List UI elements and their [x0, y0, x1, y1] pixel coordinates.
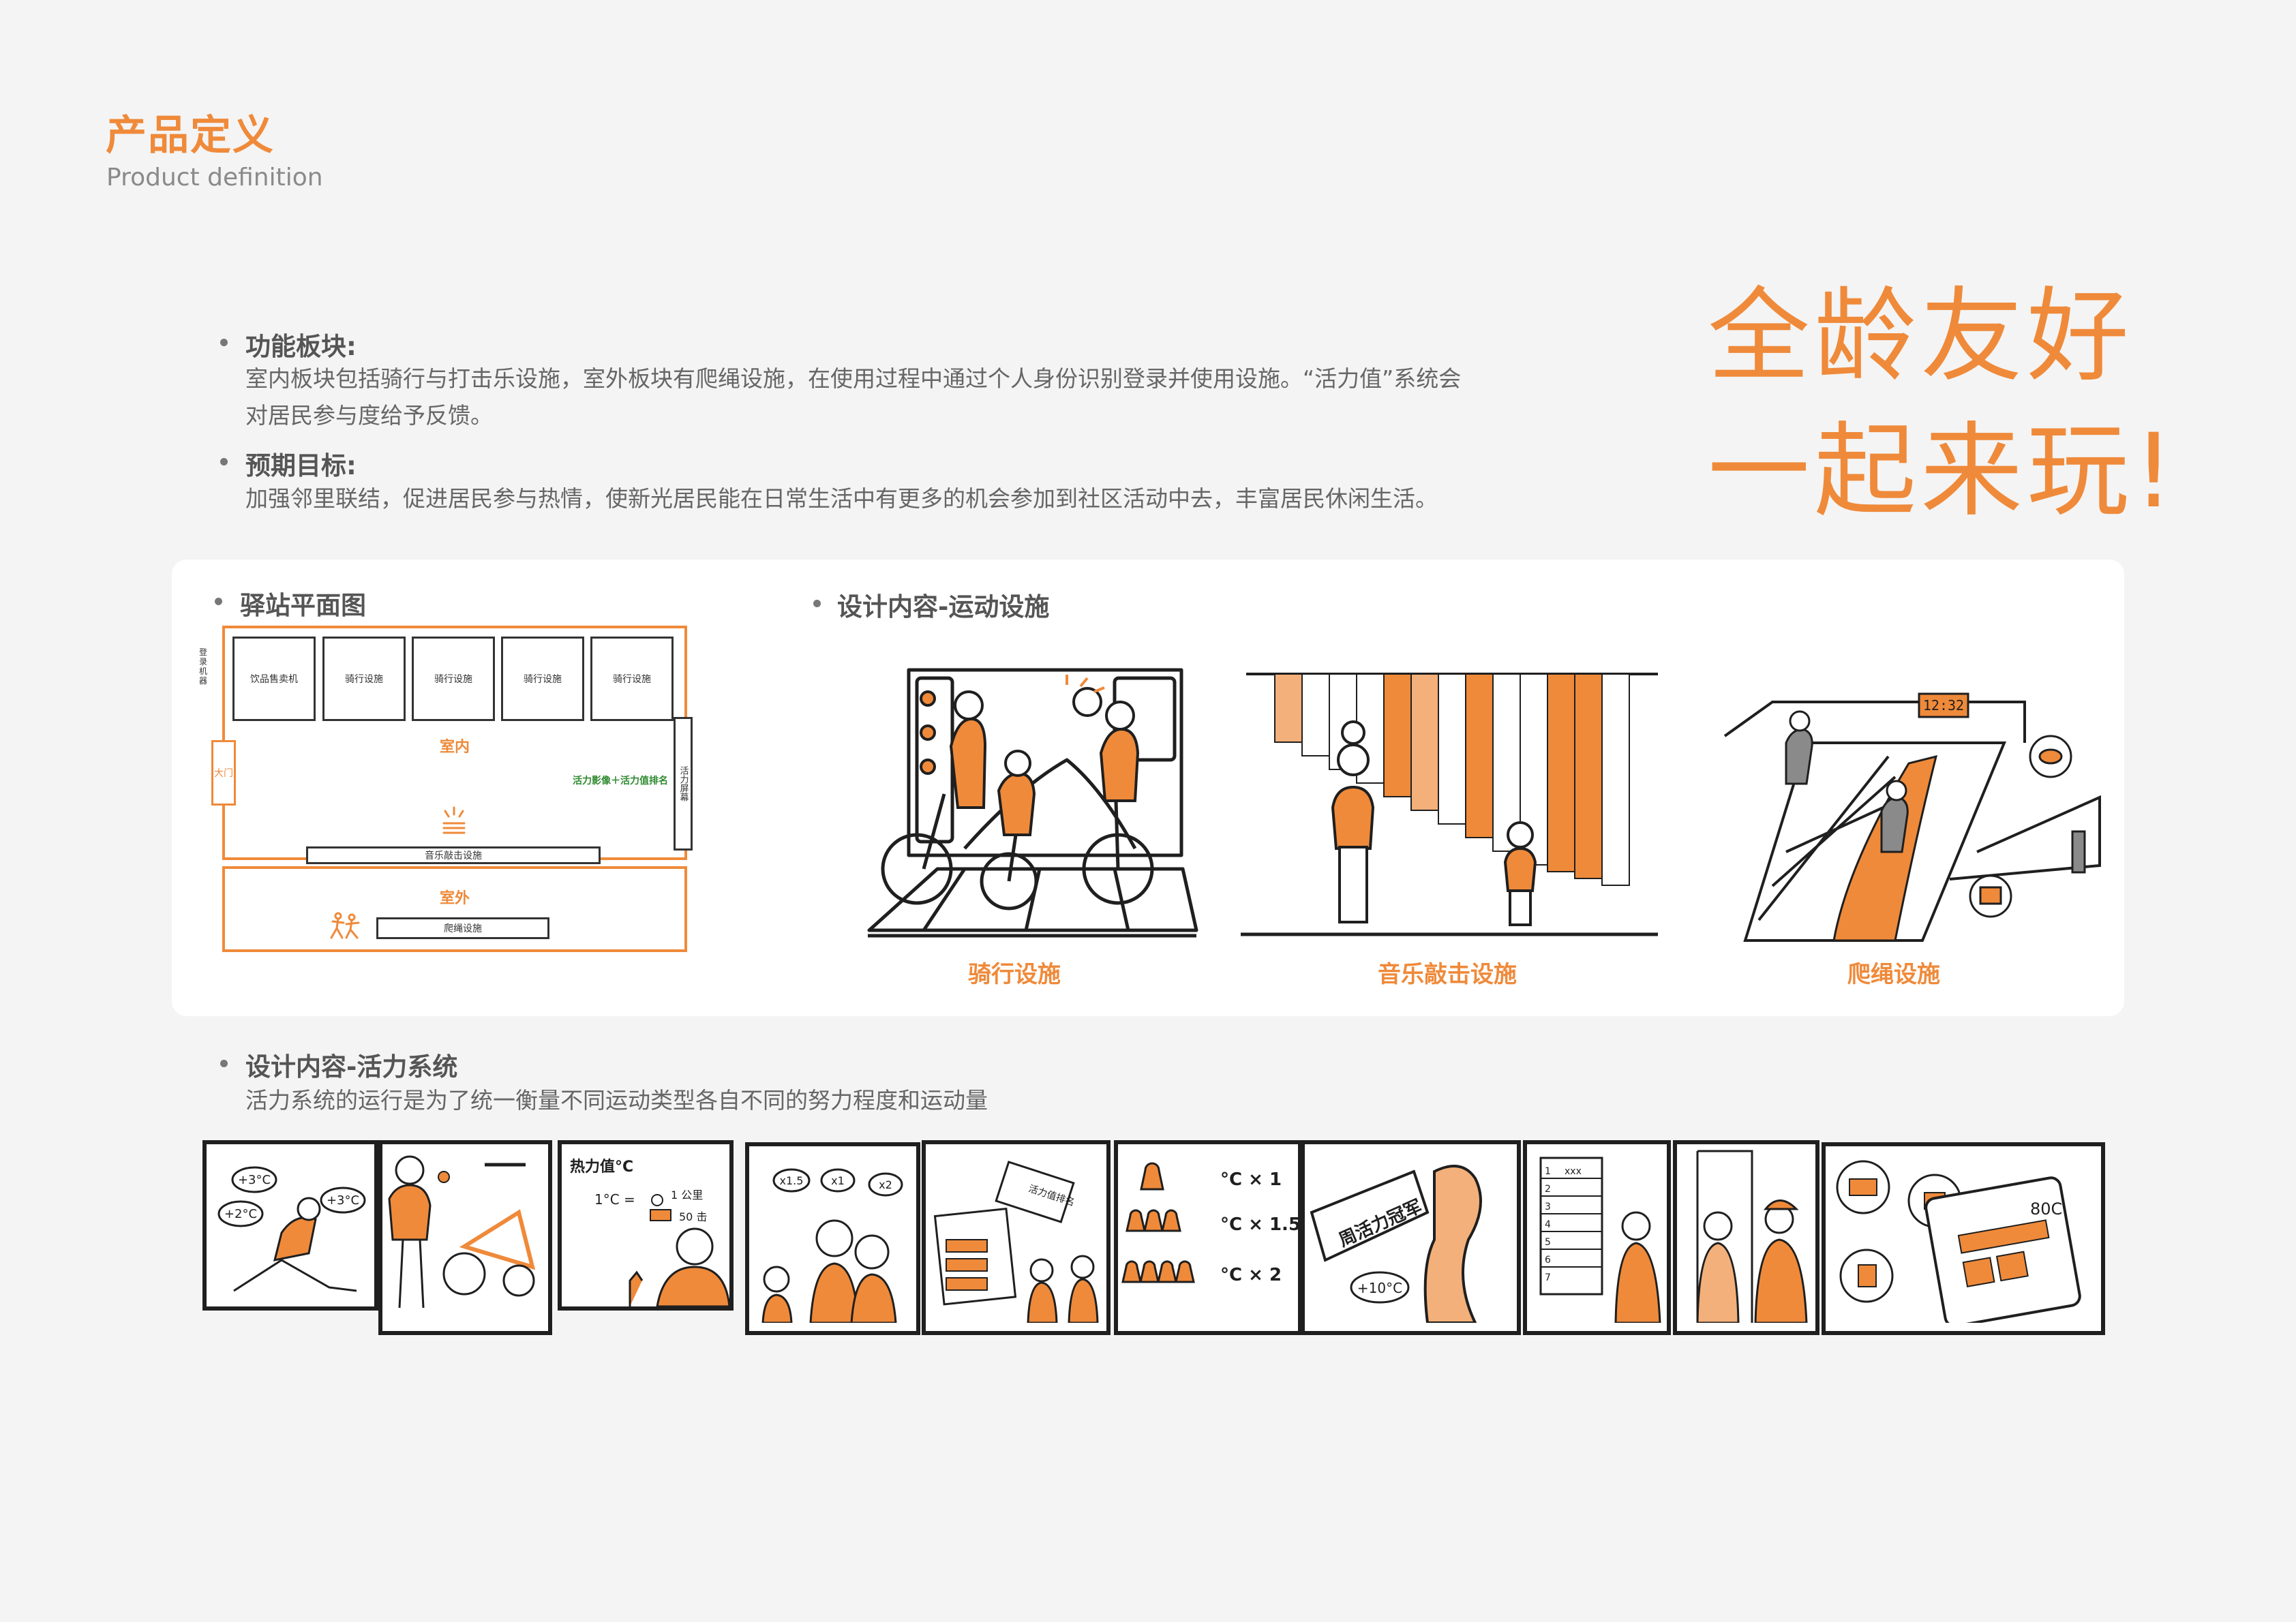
bike-illustration	[862, 664, 1203, 944]
panel4-tag-2: x1	[831, 1174, 845, 1187]
rope-illustration: 12:32	[1718, 661, 2110, 947]
panel8-mark: xxx	[1565, 1166, 1582, 1177]
comic-panel-10: 80C	[1822, 1142, 2105, 1335]
vitality-description: 活力系统的运行是为了统一衡量不同运动类型各自不同的努力程度和运动量	[245, 1087, 988, 1114]
indoor-label: 室内	[440, 739, 470, 756]
comic-panel-9	[1673, 1140, 1819, 1335]
clock-text: 12:32	[1923, 697, 1964, 714]
bullet-dot	[215, 598, 222, 605]
comic-panel-4: x1.5 x1 x2	[745, 1142, 920, 1335]
comic-panel-7: 周活力冠军 +10°C	[1301, 1140, 1521, 1335]
panel3-title: 热力值°C	[570, 1158, 633, 1176]
climbers-icon	[327, 912, 363, 940]
section-title-function: 功能板块:	[245, 332, 357, 361]
comic-panel-6: °C × 1 °C × 1.5 °C × 2	[1114, 1140, 1302, 1335]
comic-panel-5: 活力值排名	[922, 1140, 1111, 1335]
panel8-row-4: 4	[1545, 1219, 1551, 1230]
slogan: 全龄友好 一起来玩!	[1708, 269, 2178, 539]
sports-title: 设计内容-运动设施	[837, 592, 1050, 622]
floor-plan-title: 驿站平面图	[240, 591, 366, 620]
music-caption: 音乐敲击设施	[1378, 961, 1517, 988]
panel6-row-1: °C × 1	[1220, 1169, 1282, 1190]
section-title-goal: 预期目标:	[245, 451, 357, 480]
bullet-dot	[220, 458, 228, 465]
panel1-tag-2: +2°C	[224, 1207, 257, 1221]
panel8-row-3: 3	[1545, 1202, 1551, 1212]
rope-caption: 爬绳设施	[1847, 961, 1940, 988]
goal-text: 加强邻里联结，促进居民参与热情，使新光居民能在日常生活中有更多的机会参加到社区活…	[245, 485, 1438, 512]
panel8-row-1: 1	[1545, 1166, 1551, 1177]
panel1-tag-3: +3°C	[327, 1193, 359, 1208]
bullet-dot	[813, 600, 821, 607]
main-door: 大门	[211, 740, 236, 806]
panel4-tag-1: x1.5	[780, 1174, 804, 1187]
rope-bar: 爬绳设施	[376, 917, 549, 939]
vitality-title: 设计内容-活力系统	[245, 1052, 458, 1082]
outdoor-area	[222, 866, 687, 952]
slogan-line2: 一起来玩!	[1708, 412, 2179, 531]
room-bike-2: 骑行设施	[412, 637, 495, 721]
panel3-unit2: 50 击	[679, 1210, 707, 1223]
room-bike-1: 骑行设施	[322, 637, 406, 721]
music-illustration	[1241, 671, 1660, 944]
panel3-formula: 1°C =	[594, 1191, 635, 1208]
comic-panel-8: 1 2 3 4 5 6 7 xxx	[1523, 1140, 1671, 1335]
panel4-tag-3: x2	[879, 1178, 892, 1191]
panel8-row-2: 2	[1545, 1184, 1551, 1195]
vitality-screen: 活力屏幕	[674, 717, 693, 851]
music-bar: 音乐敲击设施	[306, 846, 601, 864]
bullet-dot	[220, 1060, 228, 1067]
room-vending: 饮品售卖机	[232, 637, 316, 721]
login-machine-label: 登录机器	[199, 647, 208, 686]
music-icon	[438, 806, 470, 837]
panel8-row-7: 7	[1545, 1272, 1551, 1283]
page-title: 产品定义	[106, 112, 275, 159]
bullet-dot	[220, 339, 228, 346]
bike-caption: 骑行设施	[968, 961, 1061, 988]
comic-panel-3: 热力值°C 1°C = 1 公里 50 击	[558, 1140, 734, 1311]
panel7-tag: +10°C	[1357, 1280, 1402, 1296]
function-text-line1: 室内板块包括骑行与打击乐设施，室外板块有爬绳设施，在使用过程中通过个人身份识别登…	[245, 365, 1462, 392]
vitality-image-label: 活力影像＋活力值排名	[573, 776, 668, 786]
comic-panel-2	[378, 1140, 552, 1335]
page-subtitle: Product definition	[106, 164, 323, 192]
comic-panel-1: +3°C +2°C +3°C	[202, 1140, 378, 1311]
room-bike-4: 骑行设施	[590, 637, 674, 721]
panel6-row-2: °C × 1.5	[1220, 1214, 1298, 1235]
panel8-row-5: 5	[1545, 1237, 1551, 1248]
room-bike-3: 骑行设施	[501, 637, 584, 721]
panel1-tag-1: +3°C	[238, 1173, 271, 1187]
panel6-row-3: °C × 2	[1220, 1265, 1282, 1285]
slogan-line1: 全龄友好	[1708, 277, 2134, 396]
panel8-row-6: 6	[1545, 1255, 1551, 1266]
panel3-unit1: 1 公里	[671, 1189, 703, 1202]
function-text-line2: 对居民参与度给予反馈。	[245, 402, 493, 429]
outdoor-label: 室外	[440, 890, 470, 907]
panel10-reading: 80C	[2030, 1199, 2062, 1219]
